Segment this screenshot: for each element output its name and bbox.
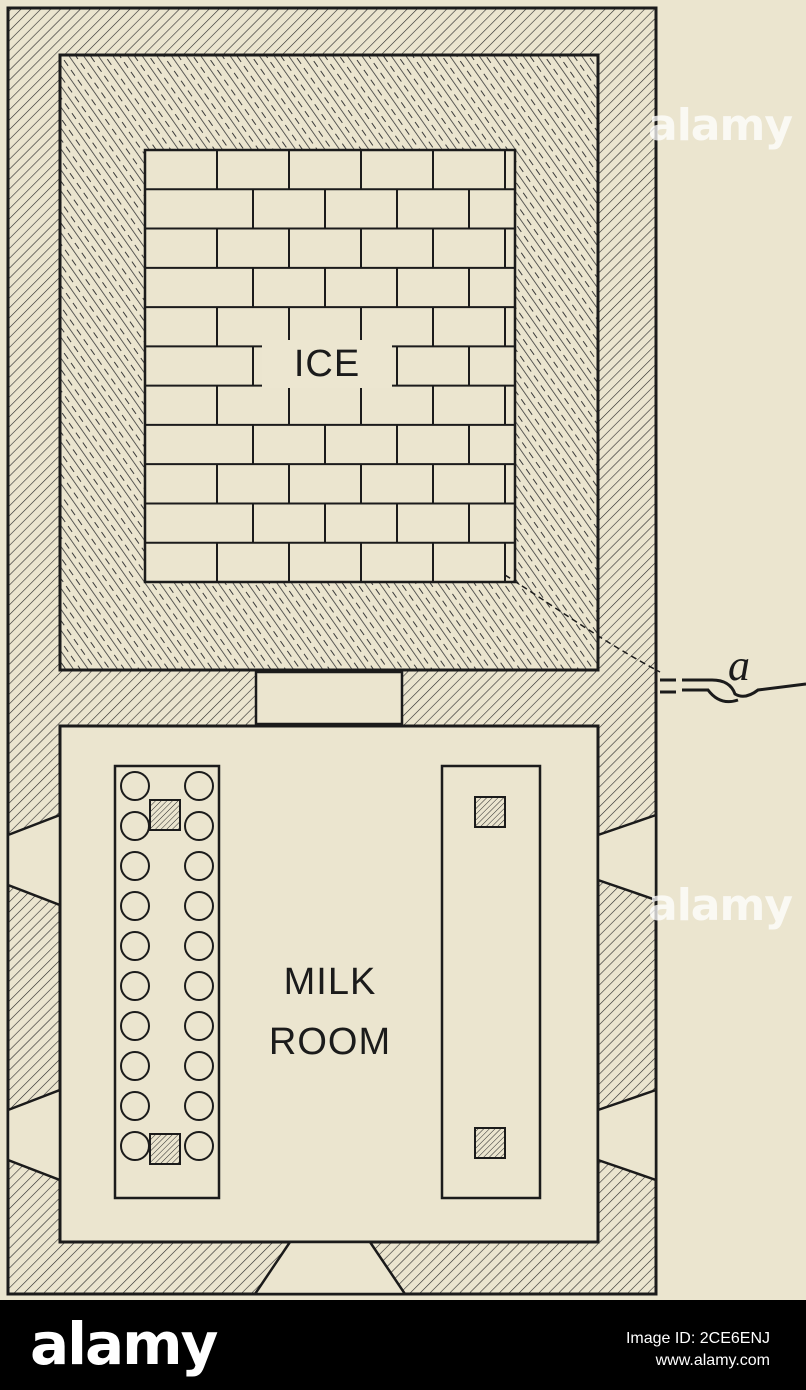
milk-can <box>120 1011 150 1041</box>
milk-can <box>120 891 150 921</box>
milk-can <box>184 811 214 841</box>
milk-can <box>184 1011 214 1041</box>
milk-can <box>184 1131 214 1161</box>
brand-logo: alamy <box>30 1310 218 1378</box>
milk-room <box>58 724 600 1244</box>
milk-can <box>184 771 214 801</box>
pipe-marker-label: a <box>728 641 750 690</box>
milk-can <box>184 1051 214 1081</box>
watermark-text: alamy <box>648 100 793 151</box>
milk-can <box>120 1091 150 1121</box>
window-openings <box>6 813 658 1296</box>
milk-can <box>120 1131 150 1161</box>
footer-bar: alamy Image ID: 2CE6ENJ www.alamy.com <box>0 1300 806 1390</box>
milk-can <box>184 931 214 961</box>
milk-can <box>120 851 150 881</box>
ice-label: ICE <box>262 340 392 388</box>
milk-can <box>120 931 150 961</box>
milk-can <box>184 851 214 881</box>
watermark-text: alamy <box>648 880 793 931</box>
floor-plan-diagram: ICE MILK ROOM a alamy alamy <box>6 6 806 1296</box>
milk-can <box>120 1051 150 1081</box>
drain-pipe <box>660 678 806 704</box>
milk-can-rack <box>120 771 214 1161</box>
milk-room-label-line2: ROOM <box>268 1021 392 1063</box>
milk-can <box>184 1091 214 1121</box>
milk-can <box>120 971 150 1001</box>
milk-room-label: MILK ROOM <box>250 952 410 1072</box>
milk-can <box>120 771 150 801</box>
milk-can <box>120 811 150 841</box>
milk-room-label-line1: MILK <box>283 961 377 1003</box>
footer-meta: Image ID: 2CE6ENJ www.alamy.com <box>626 1328 770 1372</box>
milk-can <box>184 891 214 921</box>
image-id: Image ID: 2CE6ENJ <box>625 1330 770 1347</box>
site-url: www.alamy.com <box>655 1352 770 1369</box>
milk-can <box>184 971 214 1001</box>
doorway <box>254 670 404 726</box>
